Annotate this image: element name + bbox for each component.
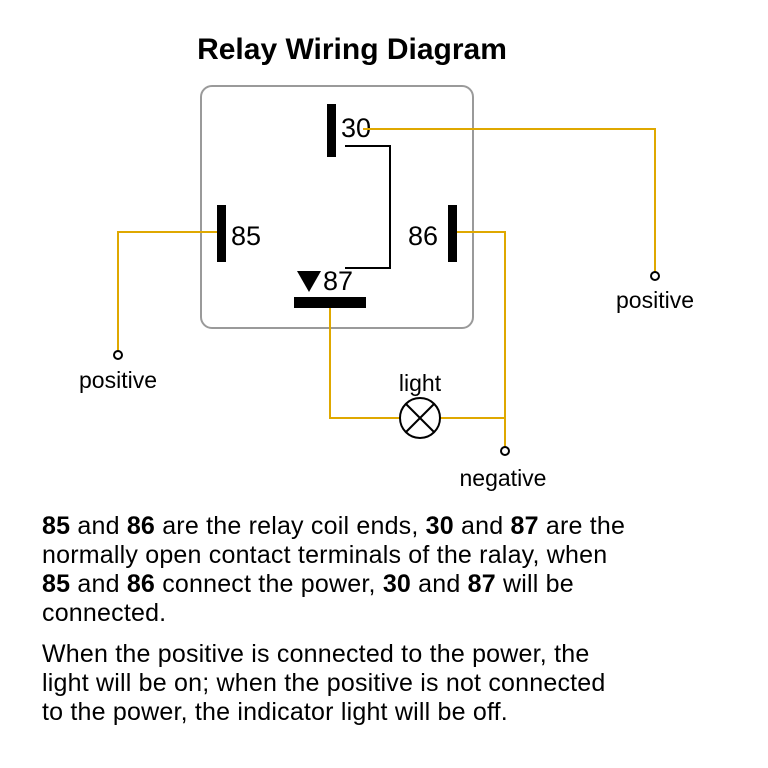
description-p1-line1: 85 and 86 are the relay coil ends, 30 an… [42, 512, 626, 540]
terminal-85-pin [217, 205, 226, 262]
light-bulb-icon [398, 396, 442, 440]
wire-30-vertical [654, 128, 656, 273]
light-label: light [398, 370, 442, 396]
terminal-87-arrow-icon [297, 271, 321, 292]
terminal-87-label: 87 [323, 266, 354, 296]
terminal-85-label: 85 [231, 221, 262, 251]
description-p1-line4: connected. [42, 599, 167, 627]
positive-right-label: positive [616, 287, 694, 313]
internal-contact-line-bottom [345, 267, 391, 269]
description-p2-line3: to the power, the indicator light will b… [42, 698, 508, 726]
wire-85-vertical [117, 231, 119, 351]
negative-terminal-node [500, 446, 510, 456]
description-p1-line2: normally open contact terminals of the r… [42, 541, 608, 569]
internal-contact-line-top [345, 145, 391, 147]
description-p2-line1: When the positive is connected to the po… [42, 640, 590, 668]
wire-85-horizontal [118, 231, 217, 233]
positive-left-terminal-node [113, 350, 123, 360]
terminal-86-pin [448, 205, 457, 262]
terminal-87-pin [294, 297, 366, 308]
wire-30-horizontal [363, 128, 656, 130]
relay-body-outline [200, 85, 474, 329]
positive-right-terminal-node [650, 271, 660, 281]
positive-left-label: positive [79, 367, 157, 393]
description-p1-line3: 85 and 86 connect the power, 30 and 87 w… [42, 570, 574, 598]
page-title: Relay Wiring Diagram [197, 33, 507, 66]
terminal-30-pin [327, 104, 336, 157]
description-p2-line2: light will be on; when the positive is n… [42, 669, 606, 697]
negative-label: negative [459, 465, 547, 491]
wire-87-vertical [329, 308, 331, 419]
internal-contact-line-vertical [389, 145, 391, 269]
terminal-86-label: 86 [408, 221, 439, 251]
wire-86-vertical [504, 231, 506, 447]
wire-86-horizontal [457, 231, 506, 233]
